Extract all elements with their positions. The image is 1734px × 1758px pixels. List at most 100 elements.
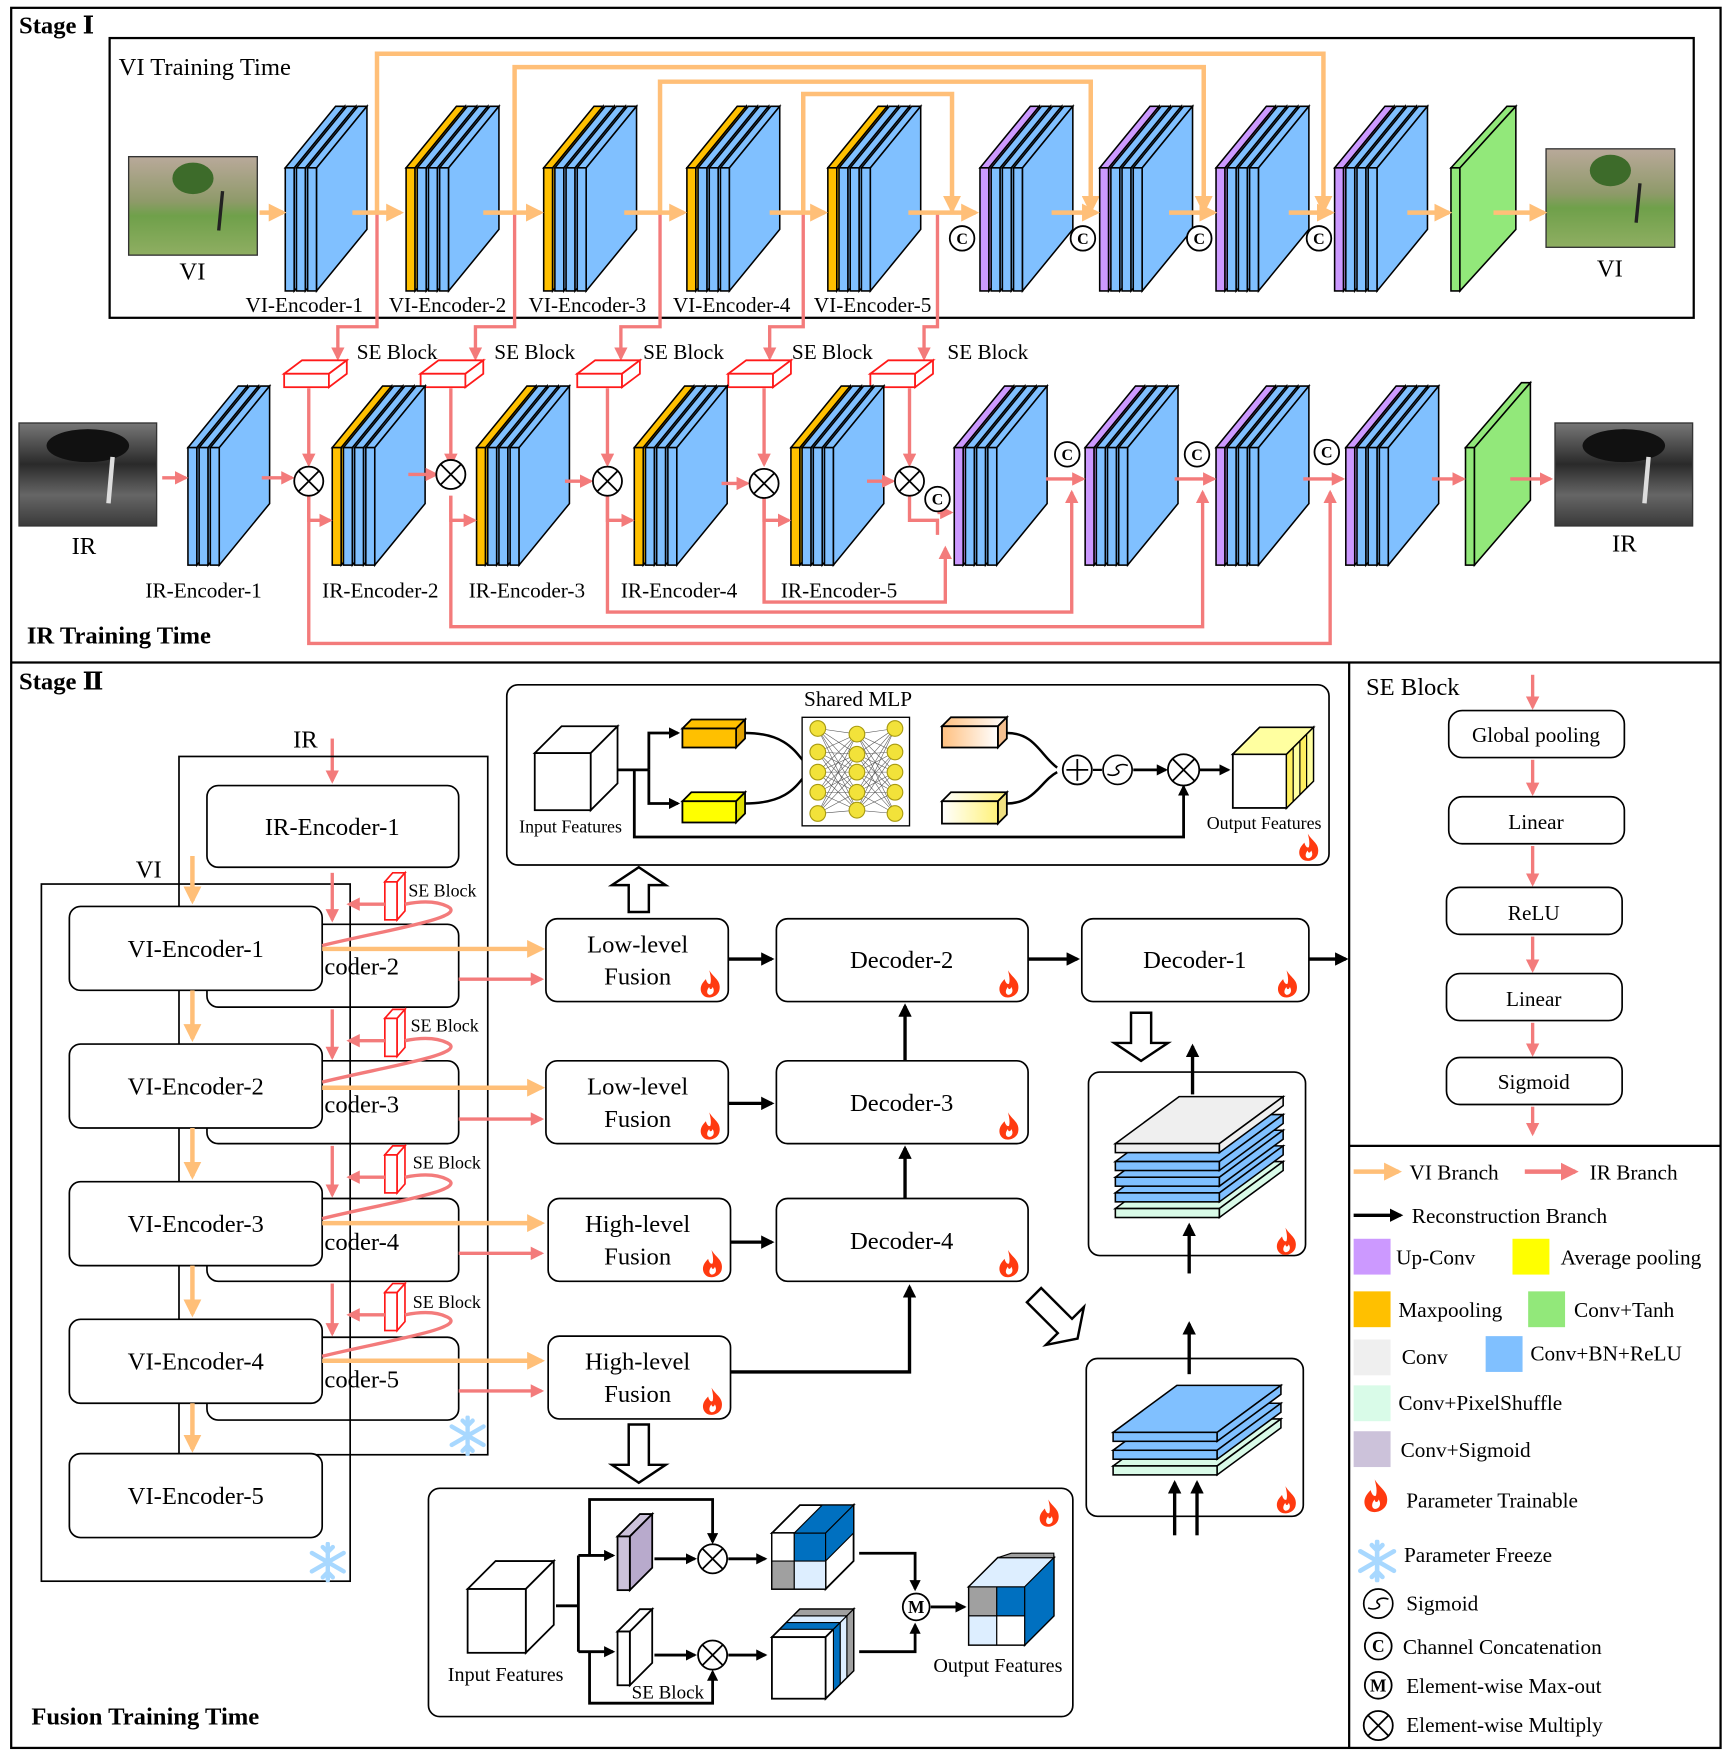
slab-face <box>373 383 426 568</box>
concat-icon: C <box>1069 225 1097 252</box>
decoder-2-label: Decoder-2 <box>850 947 953 974</box>
slab-front <box>827 167 838 292</box>
connector-arrow <box>859 1551 921 1592</box>
slab-front <box>860 167 872 292</box>
slab-front <box>353 446 365 566</box>
slab-front <box>498 446 509 566</box>
ir-encoder-label: coder-5 <box>324 1367 399 1394</box>
legend-symbol-label: Sigmoid <box>1406 1591 1478 1615</box>
concat-symbol: C <box>1077 231 1089 248</box>
slab-face <box>869 104 922 294</box>
person <box>1634 183 1642 223</box>
decoder-1-label: Decoder-1 <box>1143 947 1246 974</box>
legend-swatch-conv-pixelshuffle <box>1353 1385 1391 1422</box>
vi-encoder-label: VI-Encoder-2 <box>128 1073 264 1100</box>
legend-swatch-conv <box>1353 1339 1391 1376</box>
se-input-curve <box>321 1036 453 1084</box>
se-block-label: SE Block <box>408 880 476 900</box>
input-features-label: Input Features <box>519 817 622 837</box>
concat-icon: C <box>1363 1631 1393 1661</box>
se-input-curve <box>321 1310 453 1358</box>
se-input-link <box>331 212 379 361</box>
avgpool-bar <box>680 790 748 825</box>
circle <box>1363 1631 1393 1661</box>
fused-output-cube <box>966 1552 1056 1648</box>
slab-front <box>1106 446 1118 566</box>
mlp-edge <box>817 751 858 811</box>
fusion-label: Fusion <box>604 964 671 991</box>
slab-front <box>1121 167 1132 292</box>
feature-plate <box>1112 1095 1286 1155</box>
se-side <box>396 870 406 923</box>
tree <box>46 429 130 463</box>
legend-swatch-label: Conv+PixelShuffle <box>1398 1391 1562 1415</box>
slab-face <box>1473 380 1532 568</box>
legend-swatch-conv-bn-relu <box>1485 1336 1523 1372</box>
ir-output-label: IR <box>1612 531 1637 558</box>
slab-front <box>509 446 520 566</box>
vi-encoder-5-box <box>68 1452 324 1539</box>
stripe <box>791 1608 855 1617</box>
se-block-icon <box>382 1143 407 1196</box>
multiply-icon <box>697 1639 729 1671</box>
weighted-feature-cube-1 <box>769 1502 856 1592</box>
mlp-neuron <box>848 783 866 801</box>
circle <box>901 1592 931 1622</box>
concat-symbol: C <box>1061 447 1073 464</box>
shared-mlp-network <box>801 716 911 827</box>
slab-face <box>447 104 500 294</box>
slab-face <box>1126 383 1179 568</box>
vi-skip-connection <box>800 91 961 214</box>
mlp-edge <box>856 751 896 811</box>
connector-arrow <box>588 1651 719 1705</box>
mlp-neuron <box>809 805 827 822</box>
legend-reconstruction-branch: Reconstruction Branch <box>1412 1204 1608 1228</box>
cross-stroke <box>898 470 921 493</box>
vi-encoder-label: VI-Encoder-5 <box>128 1483 264 1510</box>
mlp-neuron <box>809 720 827 737</box>
slab-front <box>1117 446 1129 566</box>
cube-front <box>616 1630 631 1687</box>
hollow-arrow-shape <box>607 865 670 914</box>
plate-side <box>1218 1160 1284 1220</box>
cell <box>1024 1556 1055 1647</box>
ir-skip-connection <box>605 489 1079 614</box>
vi-input-image <box>127 155 258 256</box>
fusion-training-title: Fusion Training Time <box>31 1703 259 1730</box>
output-stripe <box>1299 732 1308 796</box>
output-stripe <box>1306 726 1314 790</box>
mlp-edge <box>817 728 858 793</box>
se-block-icon <box>382 1007 407 1059</box>
cell <box>996 1586 1026 1617</box>
slab-front <box>823 446 835 566</box>
se-block-icon <box>725 358 794 389</box>
slab-front <box>1367 167 1378 292</box>
plate-front <box>1112 1431 1218 1443</box>
ir-encoder-2-block <box>330 383 427 568</box>
se-input-link <box>762 212 805 361</box>
slab-front <box>633 446 645 566</box>
fusion-label: High-level <box>585 1211 690 1238</box>
output-stripe <box>1292 739 1301 803</box>
cube-front <box>466 1588 527 1654</box>
flame-icon <box>1364 1479 1388 1513</box>
cube-front <box>681 727 738 749</box>
ir-encoder-3-block <box>474 383 572 568</box>
vi-output-label: VI <box>1597 255 1623 282</box>
fusion-label: Fusion <box>604 1244 671 1271</box>
slab-front <box>416 167 428 292</box>
fusion-label: High-level <box>585 1349 690 1376</box>
circle <box>1305 225 1333 252</box>
se-step-box-1 <box>1447 709 1626 759</box>
slab-front <box>1012 167 1024 292</box>
slab-front <box>686 167 697 292</box>
cell <box>996 1615 1026 1646</box>
vi-encoder-label: VI-Encoder-3 <box>529 293 647 317</box>
stripe <box>846 1607 855 1679</box>
connector-arrow <box>859 1622 921 1654</box>
cell <box>771 1560 795 1590</box>
connector-arrow <box>647 769 681 810</box>
mlp-neuron <box>886 763 904 781</box>
multiply-icon <box>697 1543 729 1575</box>
